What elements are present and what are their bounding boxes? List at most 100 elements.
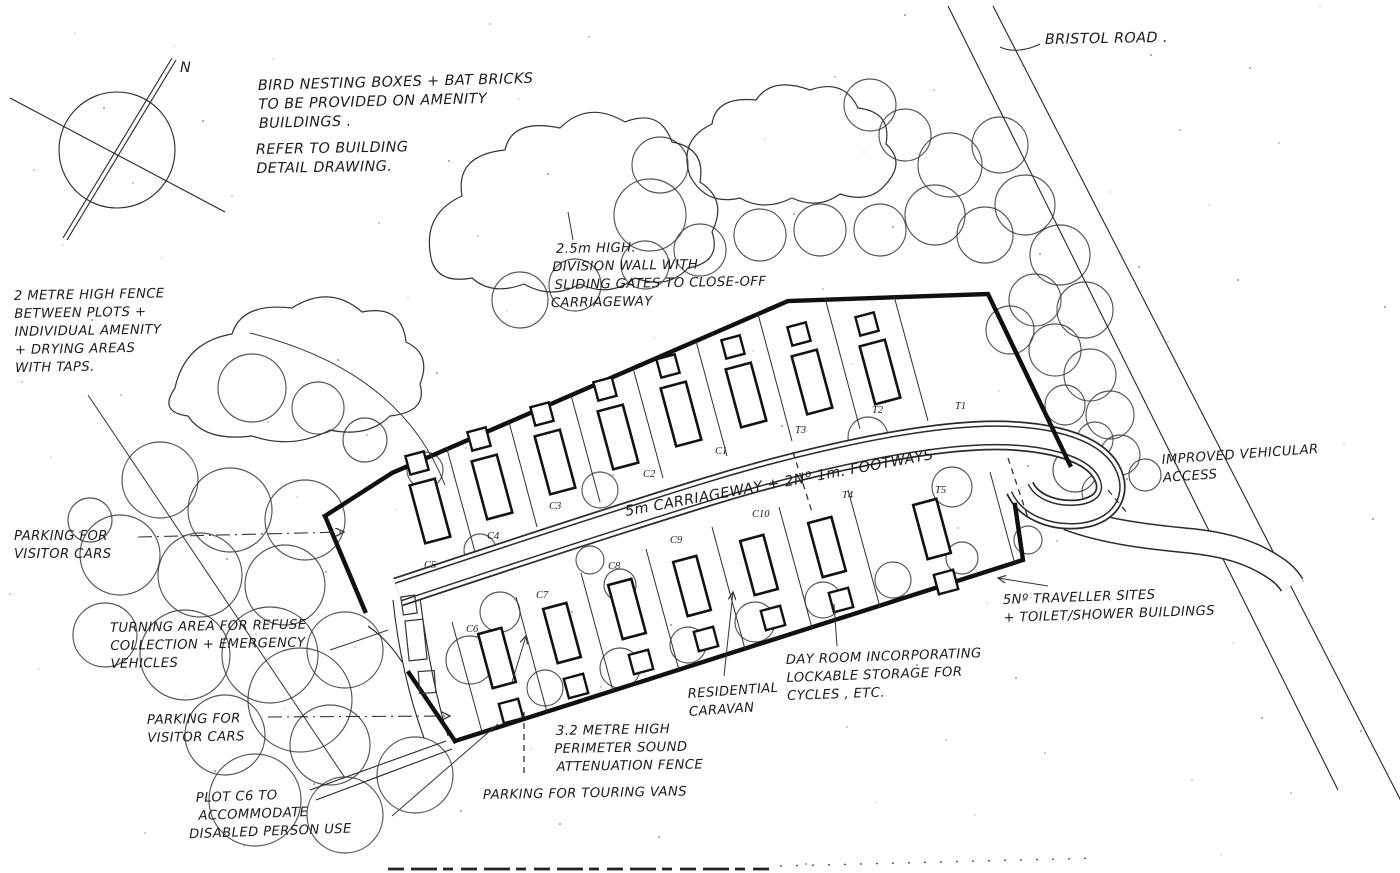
speckle-dot bbox=[1319, 5, 1321, 7]
tree-icon bbox=[376, 736, 454, 814]
speckle-dot bbox=[780, 424, 784, 428]
plot-fences bbox=[446, 295, 1016, 733]
caravans bbox=[408, 338, 953, 690]
speckle-dot bbox=[863, 151, 865, 153]
note-visitor-parking-2: PARKING FOR VISITOR CARS bbox=[147, 711, 246, 746]
speckle-dot bbox=[915, 663, 919, 667]
speckle-dot bbox=[1014, 676, 1018, 680]
caravan-rect bbox=[596, 403, 640, 471]
amenity-building-rect bbox=[497, 697, 525, 725]
tree-icon bbox=[526, 669, 564, 707]
speckle-dot bbox=[378, 222, 380, 224]
speckle-dot bbox=[62, 244, 64, 246]
tree-icon bbox=[264, 479, 346, 561]
speckle-dot bbox=[284, 708, 286, 710]
speckle-dot bbox=[1191, 779, 1193, 781]
speckle-dot bbox=[120, 394, 122, 396]
amenity-building-rect bbox=[719, 333, 747, 361]
tree-icon bbox=[843, 78, 897, 132]
tree-icon bbox=[581, 471, 619, 509]
speckle-dot bbox=[945, 739, 947, 741]
tree-icon bbox=[1013, 525, 1043, 555]
plot-divider-fence bbox=[446, 448, 476, 553]
road-name-label: BRISTOL ROAD . bbox=[1045, 30, 1168, 48]
entrance-road-edge bbox=[309, 740, 447, 791]
caravan-rect bbox=[659, 380, 703, 448]
fence-construction-line bbox=[87, 394, 346, 779]
speckle-dot bbox=[1179, 129, 1181, 131]
hedge-blob bbox=[168, 296, 425, 443]
speckle-dot bbox=[1383, 305, 1387, 309]
tree-icon bbox=[874, 561, 912, 599]
amenity-building-rect bbox=[627, 648, 655, 676]
amenity-building-rect bbox=[465, 425, 493, 453]
plot-divider-fence bbox=[515, 596, 548, 713]
speckle-dot bbox=[1044, 752, 1046, 754]
speckle-dot bbox=[974, 814, 976, 816]
traveller-sites-leader bbox=[998, 578, 1049, 587]
speckle-dot bbox=[530, 748, 532, 750]
canopy-blob-1 bbox=[428, 111, 719, 293]
tree-icon bbox=[994, 174, 1056, 236]
caravan-rect bbox=[470, 453, 514, 521]
residential-caravan-leader bbox=[723, 592, 733, 677]
speckle-dot bbox=[407, 297, 409, 299]
note-fence-2m: 2 METRE HIGH FENCE BETWEEN PLOTS + INDIV… bbox=[14, 286, 171, 376]
entrance-stub-edge bbox=[392, 599, 425, 739]
speckle-dot bbox=[1290, 792, 1292, 794]
speckle-dot bbox=[1359, 729, 1363, 733]
tree-icon bbox=[878, 108, 932, 162]
speckle-dot bbox=[161, 257, 163, 259]
note-improved-access: IMPROVED VEHICULAR ACCESS bbox=[1160, 442, 1325, 486]
speckle-dot bbox=[641, 549, 643, 551]
site-boundary bbox=[321, 291, 1073, 745]
boundary-west bbox=[322, 513, 368, 614]
north-circle bbox=[58, 91, 176, 209]
refuse-vehicle-sketch bbox=[400, 594, 437, 695]
speckle-dot bbox=[657, 835, 661, 839]
tree-icon bbox=[971, 116, 1029, 174]
speckle-dot bbox=[764, 138, 766, 140]
amenity-building-rect bbox=[827, 586, 855, 614]
plot-divider-fence bbox=[847, 489, 881, 608]
plot-divider-fence bbox=[451, 621, 483, 733]
speckle-dot bbox=[629, 761, 631, 763]
road-edge-line bbox=[947, 5, 1339, 791]
note-division-wall: 2.5m HIGH. DIVISION WALL WITH SLIDING GA… bbox=[550, 238, 771, 311]
speckle-dot bbox=[201, 119, 205, 123]
boundary-southwest bbox=[405, 669, 459, 745]
speckle-dot bbox=[395, 509, 397, 511]
speckle-dot bbox=[102, 106, 106, 110]
road-label-leader bbox=[999, 43, 1041, 51]
speckle-dot bbox=[78, 530, 82, 534]
speckle-dot bbox=[846, 726, 848, 728]
speckle-dot bbox=[669, 623, 673, 627]
caravan-rect bbox=[408, 477, 452, 545]
speckle-dot bbox=[1248, 66, 1252, 70]
turning-head-flare bbox=[367, 625, 403, 663]
tree-icon bbox=[1128, 458, 1162, 492]
speckle-dot bbox=[1232, 642, 1234, 644]
boundary-south bbox=[452, 502, 1026, 744]
vehicle-cab bbox=[400, 594, 418, 616]
tree-icon bbox=[291, 381, 345, 435]
plot-c6-arrow bbox=[511, 636, 526, 683]
speckle-dot bbox=[459, 809, 463, 813]
tree-icon bbox=[1029, 224, 1091, 286]
speckle-dot bbox=[1302, 580, 1304, 582]
plot-label: T3 bbox=[795, 425, 806, 436]
note-traveller-sites: 5Nº TRAVELLER SITES + TOILET/SHOWER BUIL… bbox=[1003, 586, 1216, 626]
tree-icon bbox=[613, 178, 687, 252]
speckle-dot bbox=[465, 447, 467, 449]
speckle-dot bbox=[546, 172, 550, 176]
road-edge-line bbox=[992, 5, 1400, 801]
speckle-dot bbox=[132, 182, 134, 184]
visitor-parking-2-leader bbox=[267, 716, 450, 717]
plot-divider-fence bbox=[695, 340, 728, 457]
exit-road-fill bbox=[1063, 507, 1302, 592]
speckle-dot bbox=[255, 633, 257, 635]
visitor-parking-1-leader bbox=[137, 532, 344, 538]
bottom-boundary-line bbox=[388, 857, 1101, 871]
boundary-north bbox=[321, 291, 1073, 520]
